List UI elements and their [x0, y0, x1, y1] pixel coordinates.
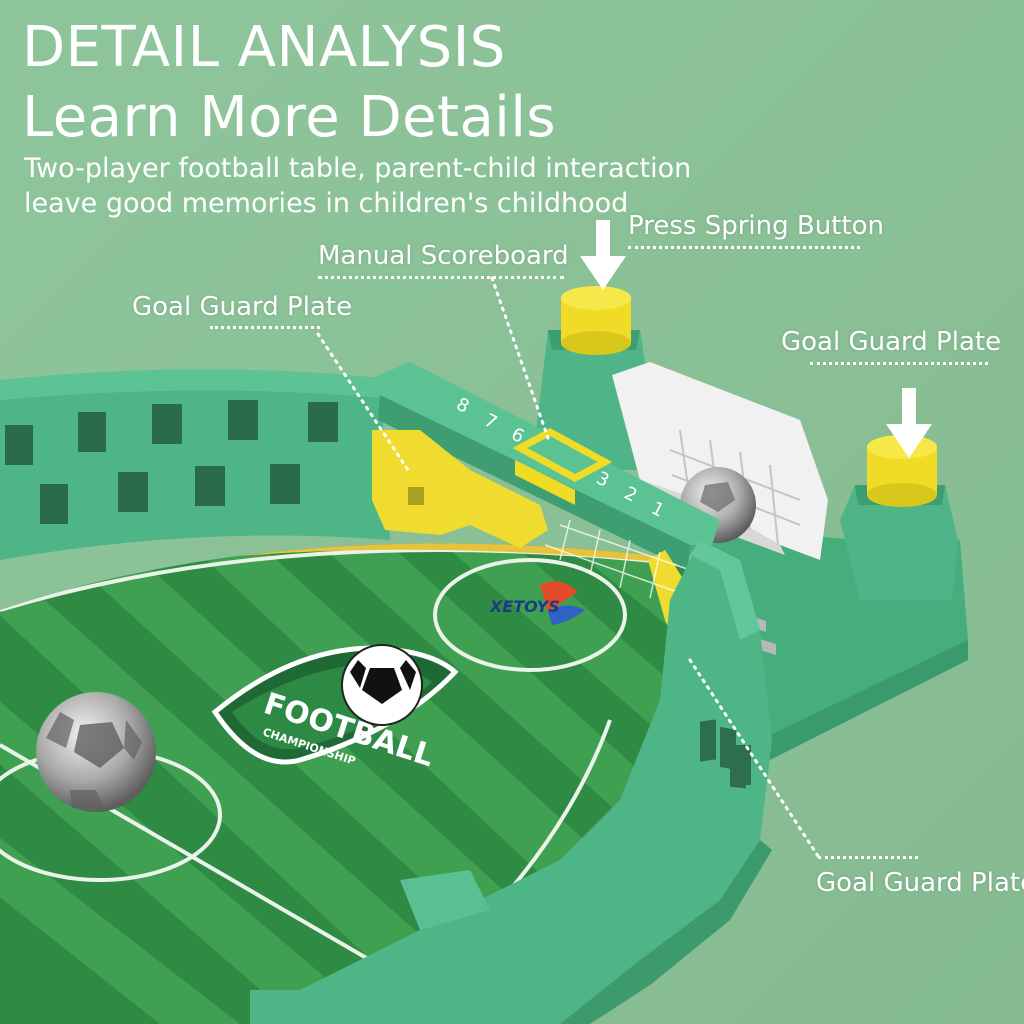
down-arrow-icon	[580, 220, 626, 290]
callout-press-spring-button: Press Spring Button	[628, 211, 884, 241]
down-arrow-icon	[886, 388, 932, 458]
callout-underline	[810, 362, 988, 365]
callout-underline	[210, 326, 320, 329]
callout-goal-guard-plate-right: Goal Guard Plate	[781, 327, 1002, 357]
callout-manual-scoreboard: Manual Scoreboard	[318, 241, 569, 271]
manual-scoreboard: 8 7 6 3 2 1	[372, 362, 720, 570]
stadium-front-wall	[250, 540, 772, 1024]
callout-underline	[318, 276, 564, 279]
subtitle-line2: leave good memories in children's childh…	[24, 188, 629, 219]
brand-logo: XETOYS	[489, 581, 585, 625]
page-title-line2: Learn More Details	[22, 85, 557, 150]
callout-underline	[818, 856, 918, 859]
left-button-tower	[535, 286, 655, 470]
callout-underline	[628, 246, 860, 249]
page-title-line1: DETAIL ANALYSIS	[22, 15, 506, 80]
goal-guard-plate-left	[372, 430, 548, 548]
callout-goal-guard-plate-bottom: Goal Guard Plate	[816, 868, 1024, 898]
subtitle-line1: Two-player football table, parent-child …	[24, 153, 692, 184]
callout-goal-guard-plate-left: Goal Guard Plate	[132, 292, 353, 322]
svg-text:XETOYS: XETOYS	[489, 597, 560, 616]
callout-leader-lines	[316, 276, 820, 858]
stadium-back-wall	[0, 369, 390, 560]
goal-floor-net	[544, 519, 701, 601]
soccer-ball-icon	[36, 692, 156, 812]
